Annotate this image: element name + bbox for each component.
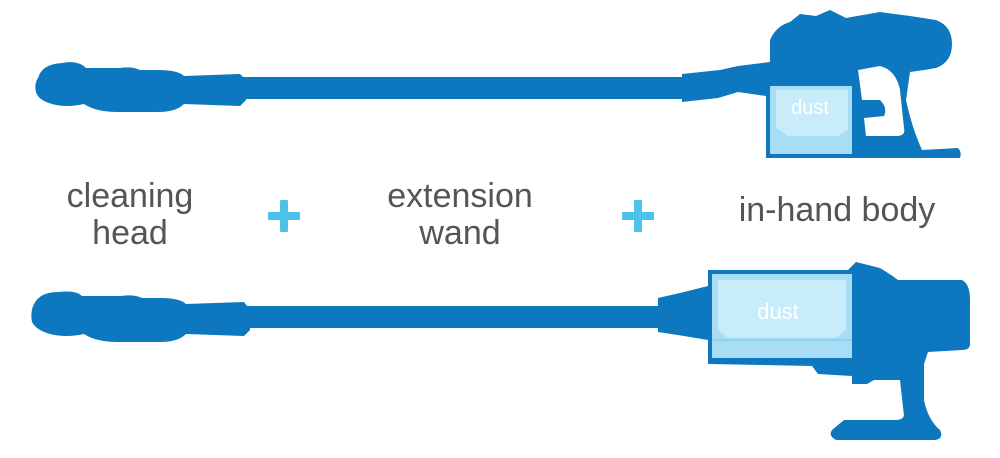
bottom-dust-label: dust bbox=[757, 299, 799, 324]
plus-icon-1 bbox=[268, 200, 300, 232]
bottom-vacuum: dust bbox=[31, 262, 970, 440]
extension-wand-label-line2: wand bbox=[419, 214, 501, 252]
bottom-cleaning-head bbox=[31, 291, 251, 342]
extension-wand-label-line1: extension bbox=[387, 177, 533, 215]
top-dust-label: dust bbox=[791, 97, 829, 119]
cleaning-head-label: cleaning head bbox=[40, 178, 220, 252]
in-hand-body-label-text: in-hand body bbox=[738, 191, 936, 229]
bottom-dust-bin-window bbox=[718, 280, 846, 338]
top-cleaning-head bbox=[35, 62, 247, 112]
plus-icon-2 bbox=[622, 200, 654, 232]
top-dust-bin-window bbox=[776, 90, 848, 136]
top-handle-cutout bbox=[858, 66, 905, 136]
top-vacuum: dust bbox=[35, 10, 961, 158]
bottom-extension-wand bbox=[244, 306, 662, 328]
extension-wand-label: extension wand bbox=[355, 178, 565, 252]
in-hand-body-label: in-hand body bbox=[712, 192, 962, 229]
cleaning-head-label-line2: head bbox=[92, 214, 168, 252]
cleaning-head-label-line1: cleaning bbox=[66, 177, 194, 215]
top-extension-wand bbox=[238, 77, 686, 99]
bottom-handle-cutout bbox=[840, 380, 904, 420]
